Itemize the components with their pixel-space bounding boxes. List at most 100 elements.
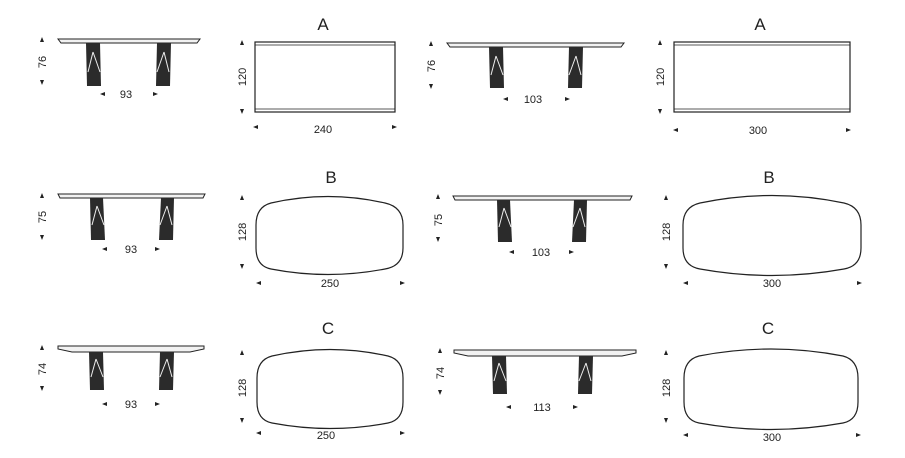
base-value: 113 <box>533 402 551 414</box>
side-view-c-2 <box>453 349 637 394</box>
base-dimension-c-1: 93 <box>102 399 160 411</box>
depth-value: 128 <box>237 223 249 241</box>
arrow-up <box>40 345 44 350</box>
table-top-plan <box>682 194 862 277</box>
arrow-right <box>153 92 158 96</box>
side-view-a-1 <box>57 38 201 86</box>
top-view-c-1 <box>256 348 404 430</box>
table-top-side <box>57 345 205 353</box>
height-dimension-c-1: 74 <box>37 345 49 391</box>
length-value: 300 <box>749 125 767 137</box>
arrow-up <box>438 348 442 353</box>
height-dimension-a-1: 76 <box>37 37 49 85</box>
arrow-right <box>155 402 160 406</box>
table-top-plan <box>683 348 859 431</box>
side-view-c-1 <box>57 345 205 390</box>
height-value: 75 <box>37 211 49 223</box>
depth-dimension-b-1: 128 <box>237 195 249 269</box>
table-leg-facet <box>578 362 592 382</box>
row-c: C C 74 93 128 <box>37 319 861 444</box>
height-dimension-c-2: 74 <box>435 348 447 395</box>
table-top-plan <box>673 41 851 113</box>
depth-dimension-b-2: 128 <box>661 195 673 269</box>
height-value: 75 <box>433 214 445 226</box>
height-value: 76 <box>426 60 438 72</box>
table-leg-facet <box>156 51 170 73</box>
arrow-up <box>429 41 433 46</box>
table-leg-facet <box>91 205 105 226</box>
table-top-plan <box>255 195 404 276</box>
arrow-down <box>658 109 662 114</box>
table-leg-facet <box>490 55 504 76</box>
table-leg <box>489 47 504 88</box>
table-leg-facet <box>159 205 173 226</box>
arrow-up <box>658 40 662 45</box>
depth-dimension-a-1: 120 <box>237 40 249 114</box>
top-view-a-1 <box>254 41 396 113</box>
table-leg <box>159 198 174 240</box>
table-top-side <box>452 195 633 201</box>
length-value: 300 <box>763 278 781 290</box>
top-view-b-2 <box>682 194 862 277</box>
arrow-left <box>253 125 258 129</box>
table-leg <box>89 352 104 390</box>
table-top-side <box>453 349 637 357</box>
length-value: 300 <box>763 432 781 444</box>
table-top-side <box>57 193 206 199</box>
table-leg-facet <box>572 207 586 228</box>
arrow-up <box>664 195 668 200</box>
arrow-down <box>240 418 244 423</box>
arrow-left <box>683 281 688 285</box>
variant-label-c-right: C <box>762 319 774 338</box>
table-leg-facet <box>159 358 173 378</box>
arrow-left <box>506 405 511 409</box>
table-top-side <box>446 42 625 48</box>
arrow-down <box>436 237 440 242</box>
length-dimension-b-1: 250 <box>256 278 405 290</box>
row-a: A A 76 93 120 <box>37 15 851 137</box>
length-dimension-b-2: 300 <box>683 278 862 290</box>
arrow-left <box>256 431 261 435</box>
top-view-a-2 <box>673 41 851 113</box>
arrow-left <box>256 281 261 285</box>
height-value: 76 <box>37 56 49 68</box>
arrow-right <box>857 281 862 285</box>
table-leg-facet <box>568 55 582 76</box>
variant-label-a-left: A <box>317 15 329 34</box>
height-value: 74 <box>37 363 49 375</box>
arrow-right <box>846 128 851 132</box>
length-dimension-c-1: 250 <box>256 430 405 442</box>
table-leg-facet <box>87 51 101 73</box>
arrow-left <box>673 128 678 132</box>
arrow-right <box>155 247 160 251</box>
length-dimension-a-1: 240 <box>253 124 397 136</box>
arrow-down <box>40 235 44 240</box>
arrow-left <box>102 402 107 406</box>
side-view-a-2 <box>446 42 625 88</box>
side-view-b-1 <box>57 193 206 240</box>
table-leg <box>86 43 101 86</box>
table-leg <box>497 200 512 242</box>
arrow-left <box>683 433 688 437</box>
variant-label-b-right: B <box>763 168 774 187</box>
base-dimension-a-1: 93 <box>100 89 158 101</box>
table-leg-facet <box>498 207 512 228</box>
table-leg-facet <box>90 358 104 378</box>
table-leg <box>578 356 593 394</box>
table-leg-facet <box>493 362 507 382</box>
arrow-left <box>509 250 514 254</box>
variant-label-b-left: B <box>325 168 336 187</box>
base-value: 93 <box>125 399 137 411</box>
arrow-right <box>573 405 578 409</box>
depth-value: 128 <box>661 223 673 241</box>
arrow-right <box>392 125 397 129</box>
table-leg <box>568 47 583 88</box>
arrow-left <box>503 97 508 101</box>
arrow-up <box>664 350 668 355</box>
arrow-up <box>40 37 44 42</box>
arrow-right <box>856 433 861 437</box>
length-value: 240 <box>314 124 332 136</box>
table-leg <box>90 198 105 240</box>
base-value: 103 <box>524 94 542 106</box>
